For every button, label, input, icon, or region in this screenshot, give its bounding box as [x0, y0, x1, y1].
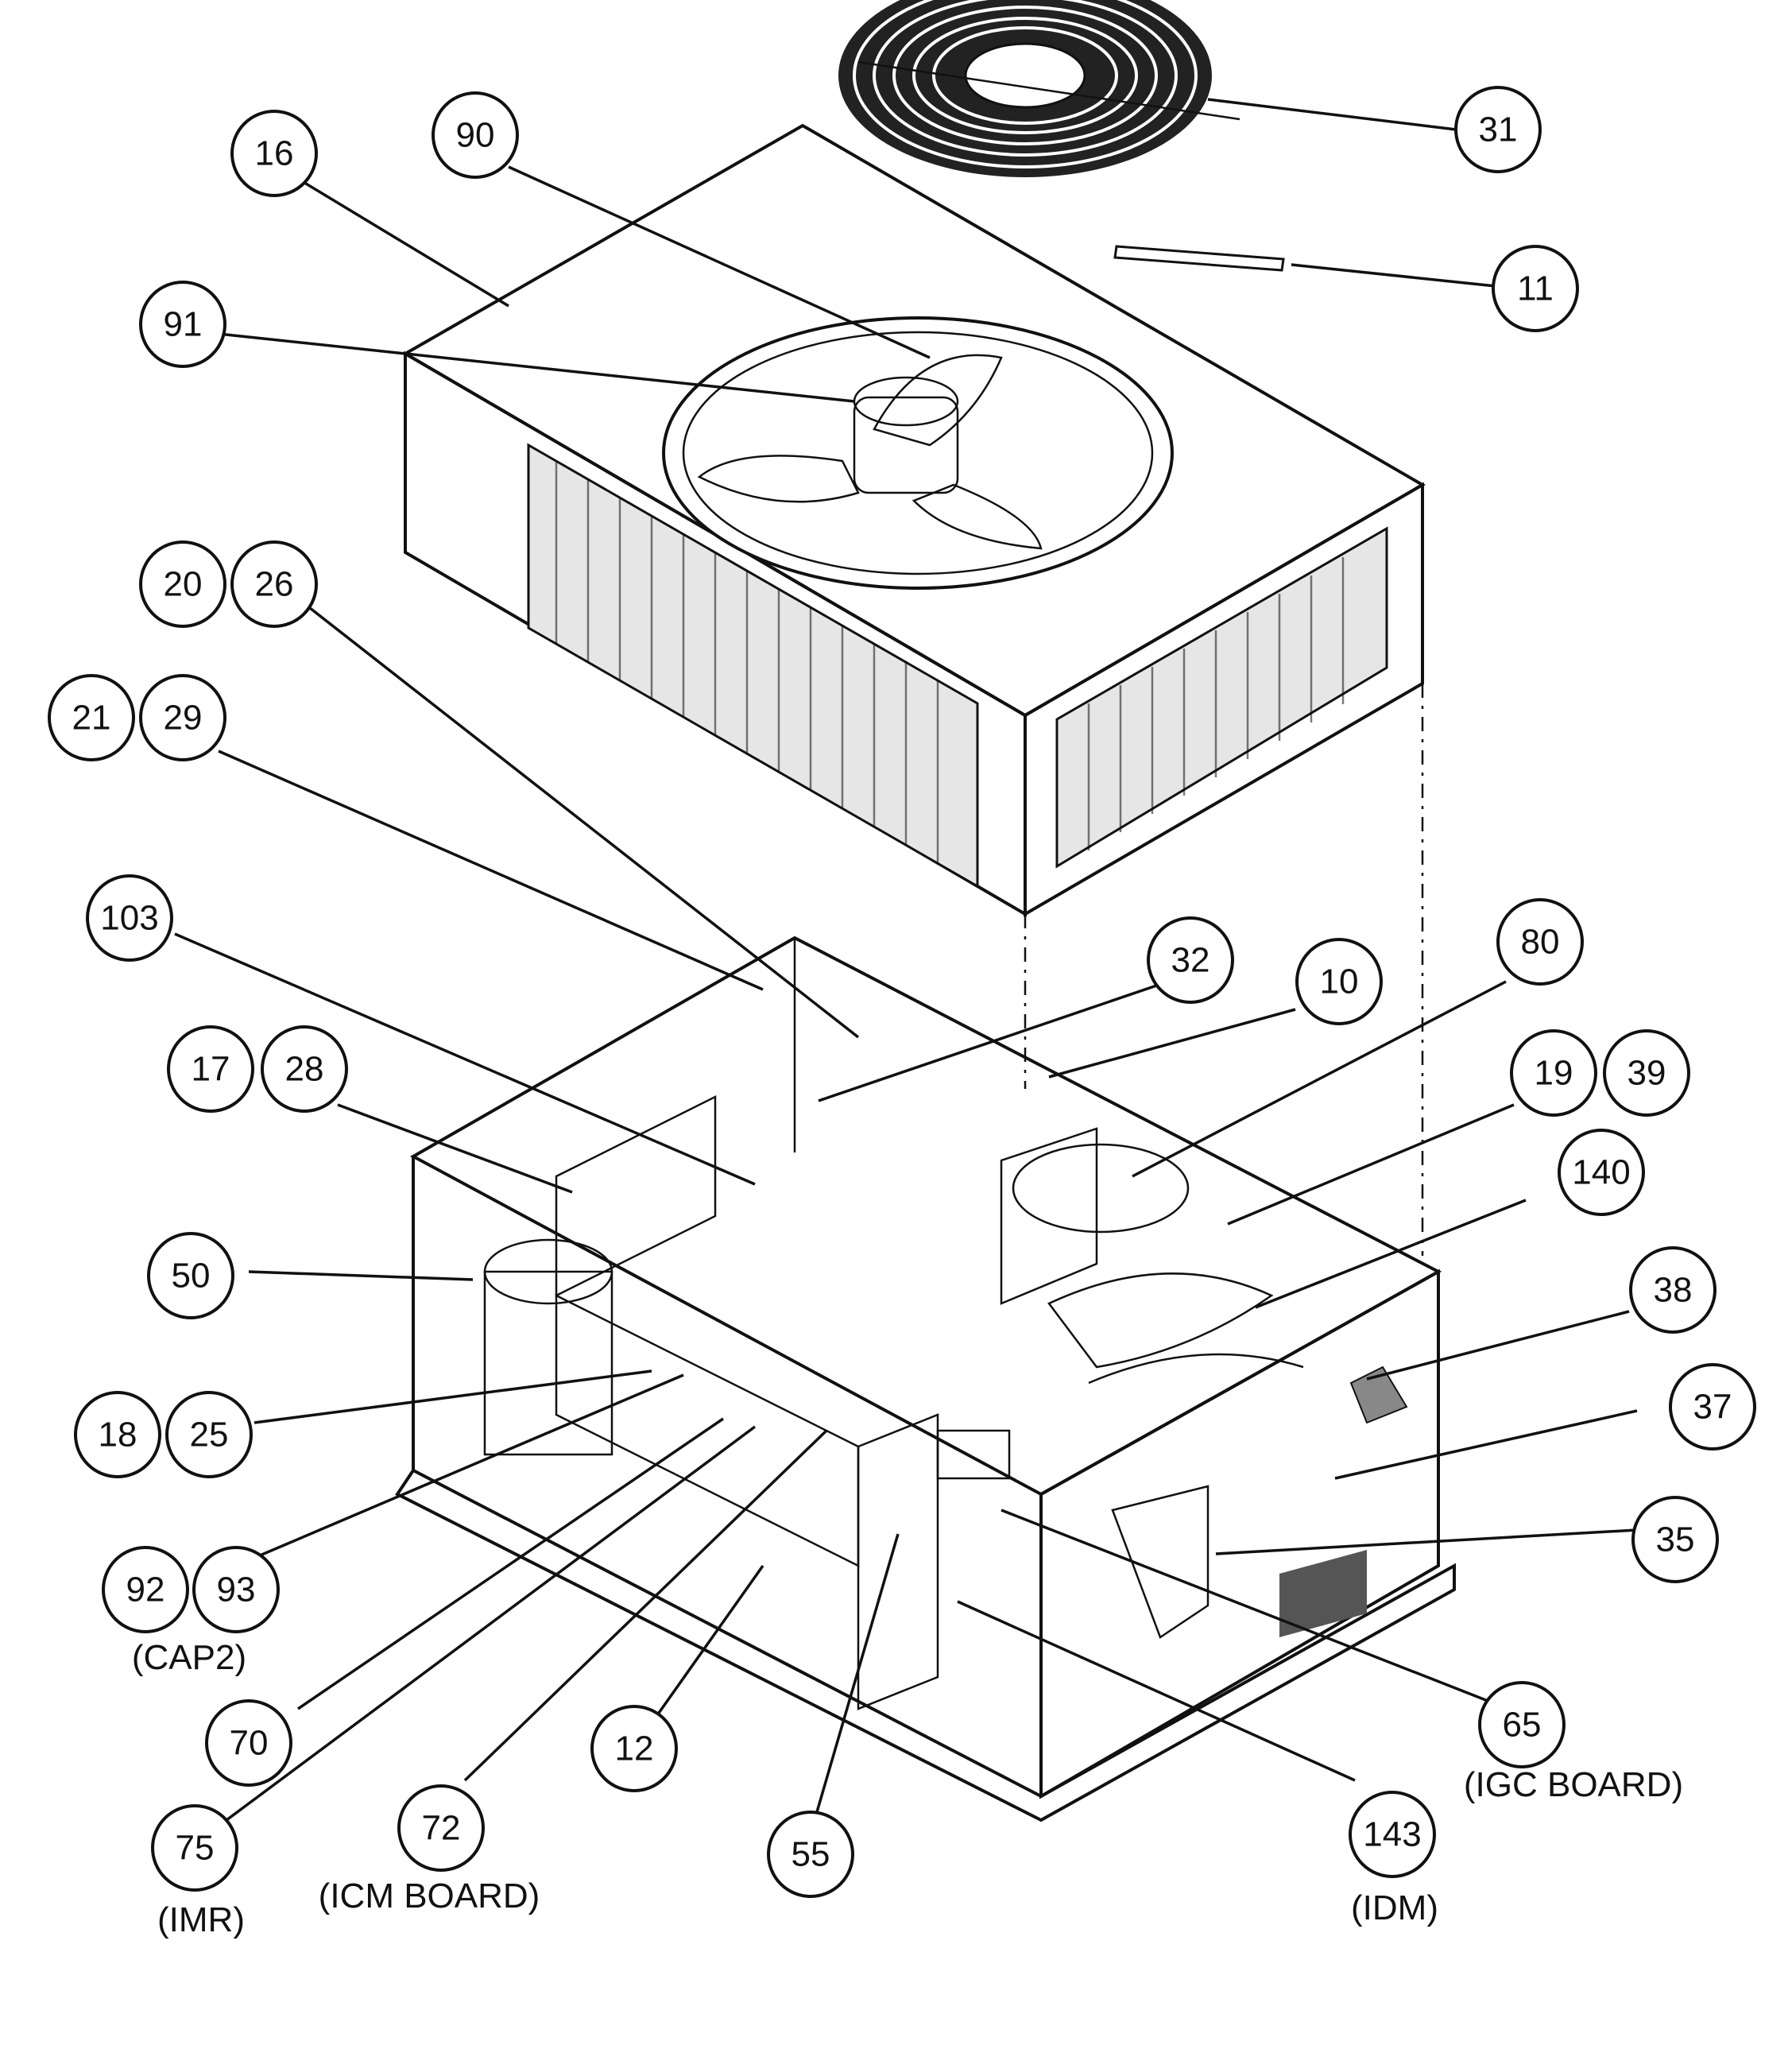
callout-50: 50: [147, 1232, 234, 1319]
callout-103: 103: [86, 874, 173, 962]
callout-label: 29: [164, 699, 203, 738]
callout-label: 18: [99, 1416, 137, 1454]
callout-label: 19: [1535, 1054, 1573, 1093]
caption-imr: (IMR): [157, 1900, 245, 1939]
callout-label: 16: [255, 134, 294, 173]
callout-91: 91: [139, 281, 226, 368]
leader-lines: [174, 98, 1638, 1822]
callout-label: 75: [176, 1829, 215, 1868]
callout-10: 10: [1295, 938, 1383, 1025]
callout-label: 140: [1572, 1153, 1630, 1192]
callout-92: 92: [102, 1546, 189, 1633]
callout-39: 39: [1603, 1029, 1690, 1117]
callout-19: 19: [1510, 1029, 1597, 1117]
callout-25: 25: [165, 1391, 253, 1478]
callout-label: 72: [422, 1809, 461, 1848]
top-cover-assembly: [402, 123, 1426, 917]
callout-29: 29: [139, 674, 226, 761]
callout-label: 38: [1654, 1271, 1693, 1310]
callout-label: 90: [456, 116, 495, 155]
callout-55: 55: [767, 1811, 854, 1898]
callout-label: 143: [1363, 1815, 1421, 1854]
callout-label: 21: [72, 699, 111, 738]
callout-label: 17: [192, 1050, 230, 1089]
callout-38: 38: [1629, 1246, 1717, 1334]
callout-label: 92: [126, 1571, 165, 1609]
callout-label: 103: [100, 899, 158, 938]
callout-143: 143: [1349, 1791, 1436, 1878]
callout-label: 50: [172, 1257, 211, 1296]
callout-12: 12: [590, 1705, 678, 1792]
callout-75: 75: [151, 1804, 238, 1892]
callout-label: 26: [255, 565, 294, 604]
callout-31: 31: [1454, 86, 1542, 173]
callout-90: 90: [432, 91, 519, 179]
callout-80: 80: [1496, 898, 1584, 986]
callout-72: 72: [397, 1784, 485, 1872]
rod-part: [1113, 245, 1285, 272]
callout-label: 31: [1479, 110, 1518, 149]
fan-grille: [838, 0, 1240, 177]
caption-igc-board: (IGC BOARD): [1464, 1765, 1683, 1804]
callout-37: 37: [1669, 1363, 1756, 1451]
callout-label: 10: [1320, 963, 1359, 1001]
callout-35: 35: [1631, 1496, 1719, 1583]
callout-label: 25: [190, 1416, 229, 1454]
callout-label: 65: [1503, 1706, 1542, 1745]
callout-21: 21: [48, 674, 135, 761]
callout-70: 70: [205, 1699, 292, 1787]
callout-93: 93: [192, 1546, 280, 1633]
callout-label: 70: [230, 1724, 269, 1763]
callout-label: 12: [615, 1729, 654, 1768]
callout-32: 32: [1147, 916, 1234, 1004]
callout-11: 11: [1492, 245, 1579, 332]
base-unit-assembly: [395, 935, 1456, 1822]
callout-label: 80: [1521, 923, 1560, 962]
callout-label: 93: [217, 1571, 256, 1609]
callout-label: 91: [164, 305, 203, 344]
callout-65: 65: [1478, 1681, 1566, 1768]
callout-26: 26: [230, 540, 318, 628]
callout-20: 20: [139, 540, 226, 628]
callout-label: 55: [791, 1835, 830, 1874]
callout-label: 32: [1171, 941, 1210, 980]
caption-icm-board: (ICM BOARD): [319, 1877, 540, 1915]
callout-label: 28: [285, 1050, 324, 1089]
caption-cap2: (CAP2): [132, 1638, 246, 1677]
callout-17: 17: [167, 1025, 254, 1113]
callout-label: 39: [1628, 1054, 1666, 1093]
caption-idm: (IDM): [1351, 1888, 1438, 1927]
callout-18: 18: [74, 1391, 161, 1478]
callout-140: 140: [1558, 1129, 1645, 1216]
callout-label: 20: [164, 565, 203, 604]
callout-28: 28: [261, 1025, 348, 1113]
callout-label: 37: [1693, 1388, 1732, 1427]
callout-16: 16: [230, 110, 318, 197]
callout-label: 11: [1517, 269, 1554, 308]
callout-label: 35: [1656, 1520, 1695, 1559]
